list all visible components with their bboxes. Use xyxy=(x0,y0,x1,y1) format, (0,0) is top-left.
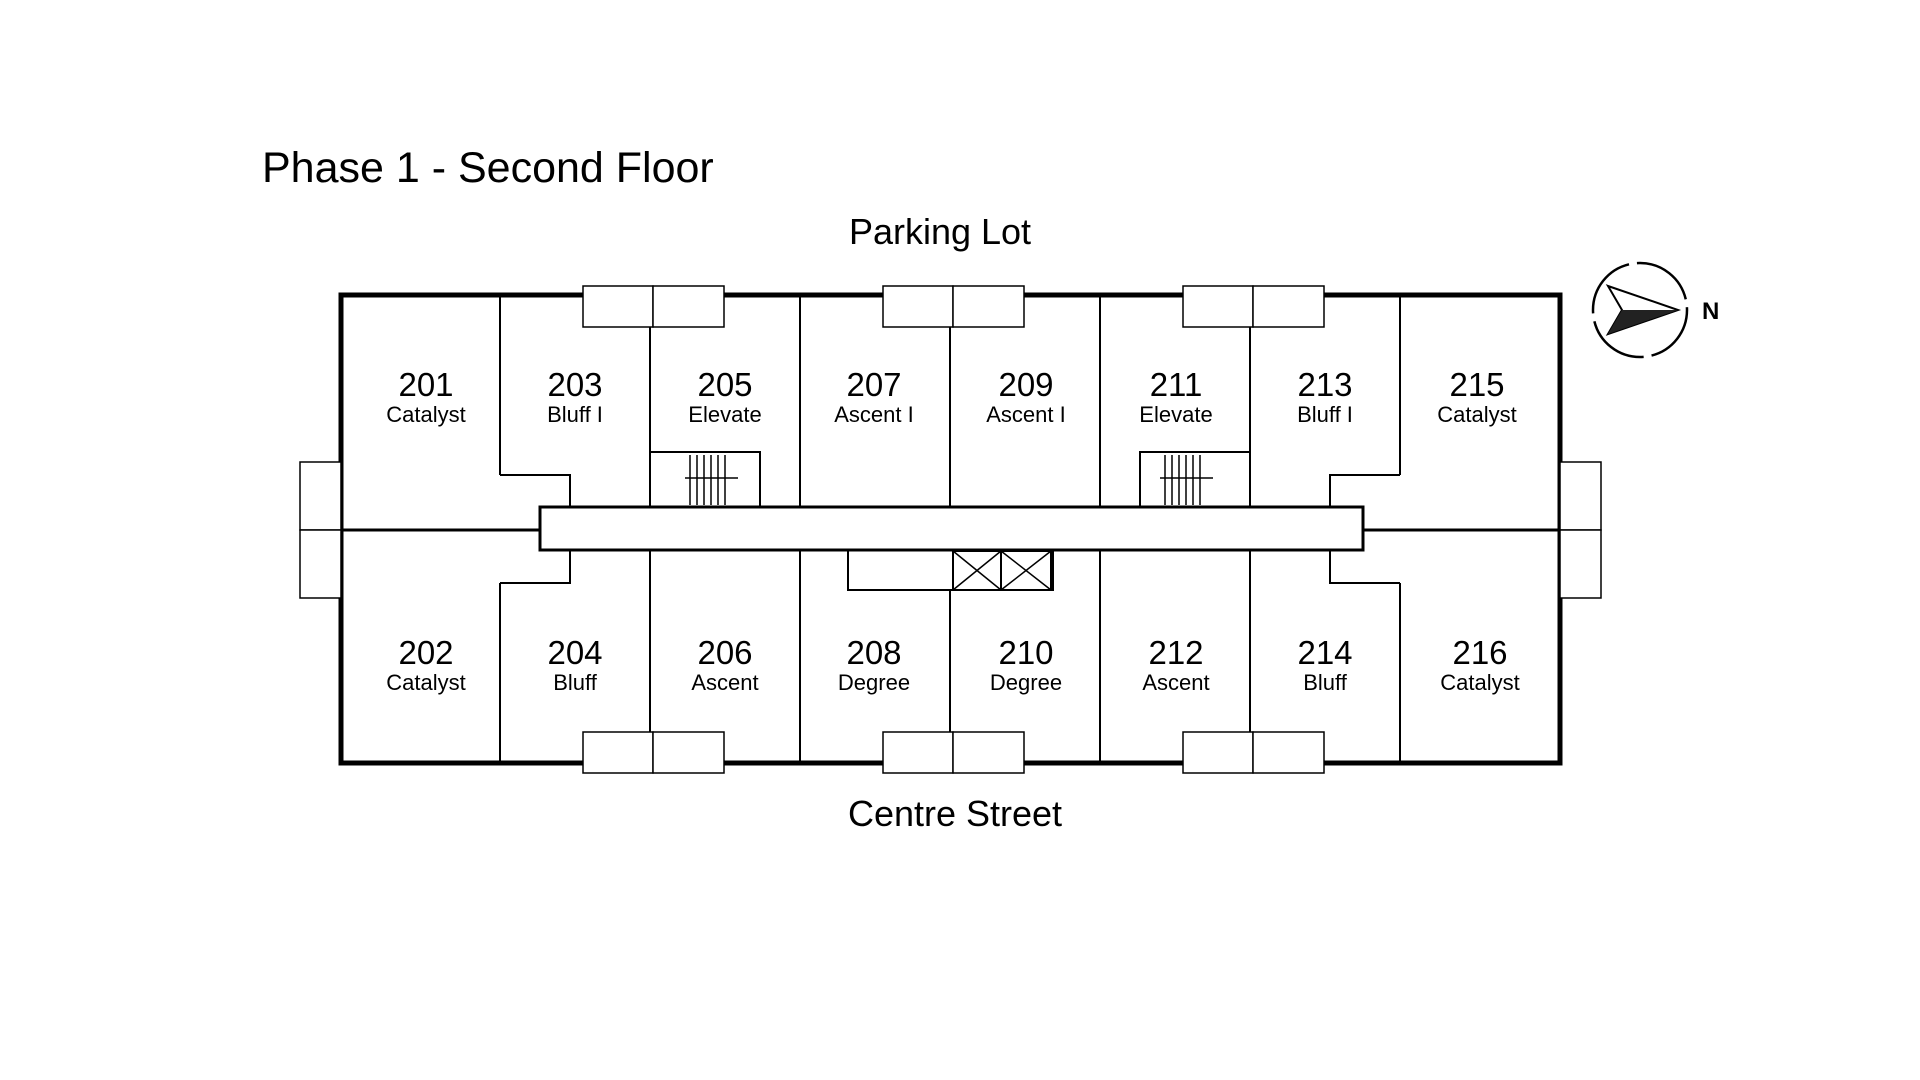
unit-207[interactable]: 207 Ascent I xyxy=(799,368,949,428)
utility-room xyxy=(847,550,1054,591)
unit-number: 208 xyxy=(846,634,902,671)
unit-number: 202 xyxy=(398,634,454,671)
unit-type: Catalyst xyxy=(1440,670,1520,695)
unit-type: Degree xyxy=(837,670,911,695)
unit-type: Bluff xyxy=(1303,670,1347,695)
unit-206[interactable]: 206 Ascent xyxy=(650,636,800,696)
unit-number: 206 xyxy=(697,634,753,671)
unit-type: Degree xyxy=(989,670,1063,695)
unit-216[interactable]: 216 Catalyst xyxy=(1405,636,1555,696)
unit-type: Elevate xyxy=(688,402,762,427)
compass-icon xyxy=(1591,261,1689,359)
unit-210[interactable]: 210 Degree xyxy=(951,636,1101,696)
unit-number: 216 xyxy=(1452,634,1508,671)
unit-number: 201 xyxy=(398,366,454,403)
unit-type: Ascent I xyxy=(834,402,914,427)
stairwell-right xyxy=(1139,451,1251,508)
unit-202[interactable]: 202 Catalyst xyxy=(351,636,501,696)
unit-type: Bluff I xyxy=(1297,402,1353,427)
unit-number: 210 xyxy=(998,634,1054,671)
unit-number: 204 xyxy=(547,634,603,671)
unit-type: Ascent xyxy=(691,670,759,695)
unit-number: 213 xyxy=(1297,366,1353,403)
corridor xyxy=(538,505,1365,552)
unit-209[interactable]: 209 Ascent I xyxy=(951,368,1101,428)
unit-number: 207 xyxy=(846,366,902,403)
unit-208[interactable]: 208 Degree xyxy=(799,636,949,696)
unit-number: 211 xyxy=(1149,366,1203,403)
unit-number: 203 xyxy=(547,366,603,403)
unit-type: Bluff I xyxy=(547,402,603,427)
unit-215[interactable]: 215 Catalyst xyxy=(1402,368,1552,428)
unit-212[interactable]: 212 Ascent xyxy=(1101,636,1251,696)
unit-number: 215 xyxy=(1449,366,1505,403)
unit-205[interactable]: 205 Elevate xyxy=(650,368,800,428)
compass-north-label: N xyxy=(1702,298,1720,325)
unit-type: Bluff xyxy=(553,670,597,695)
parking-lot-label: Parking Lot xyxy=(848,211,1032,252)
unit-201[interactable]: 201 Catalyst xyxy=(351,368,501,428)
unit-213[interactable]: 213 Bluff I xyxy=(1250,368,1400,428)
unit-type: Elevate xyxy=(1139,402,1213,427)
unit-203[interactable]: 203 Bluff I xyxy=(500,368,650,428)
unit-211[interactable]: 211 Elevate xyxy=(1101,368,1251,428)
unit-number: 205 xyxy=(697,366,753,403)
unit-type: Catalyst xyxy=(386,402,466,427)
unit-number: 209 xyxy=(998,366,1054,403)
unit-type: Ascent I xyxy=(986,402,1066,427)
unit-type: Ascent xyxy=(1142,670,1210,695)
stairwell-left xyxy=(649,451,761,508)
unit-204[interactable]: 204 Bluff xyxy=(500,636,650,696)
unit-type: Catalyst xyxy=(386,670,466,695)
centre-street-label: Centre Street xyxy=(847,793,1063,834)
unit-214[interactable]: 214 Bluff xyxy=(1250,636,1400,696)
unit-number: 212 xyxy=(1148,634,1204,671)
elevator-right xyxy=(1000,550,1052,591)
unit-type: Catalyst xyxy=(1437,402,1517,427)
page-title: Phase 1 - Second Floor xyxy=(262,144,714,192)
unit-number: 214 xyxy=(1297,634,1353,671)
